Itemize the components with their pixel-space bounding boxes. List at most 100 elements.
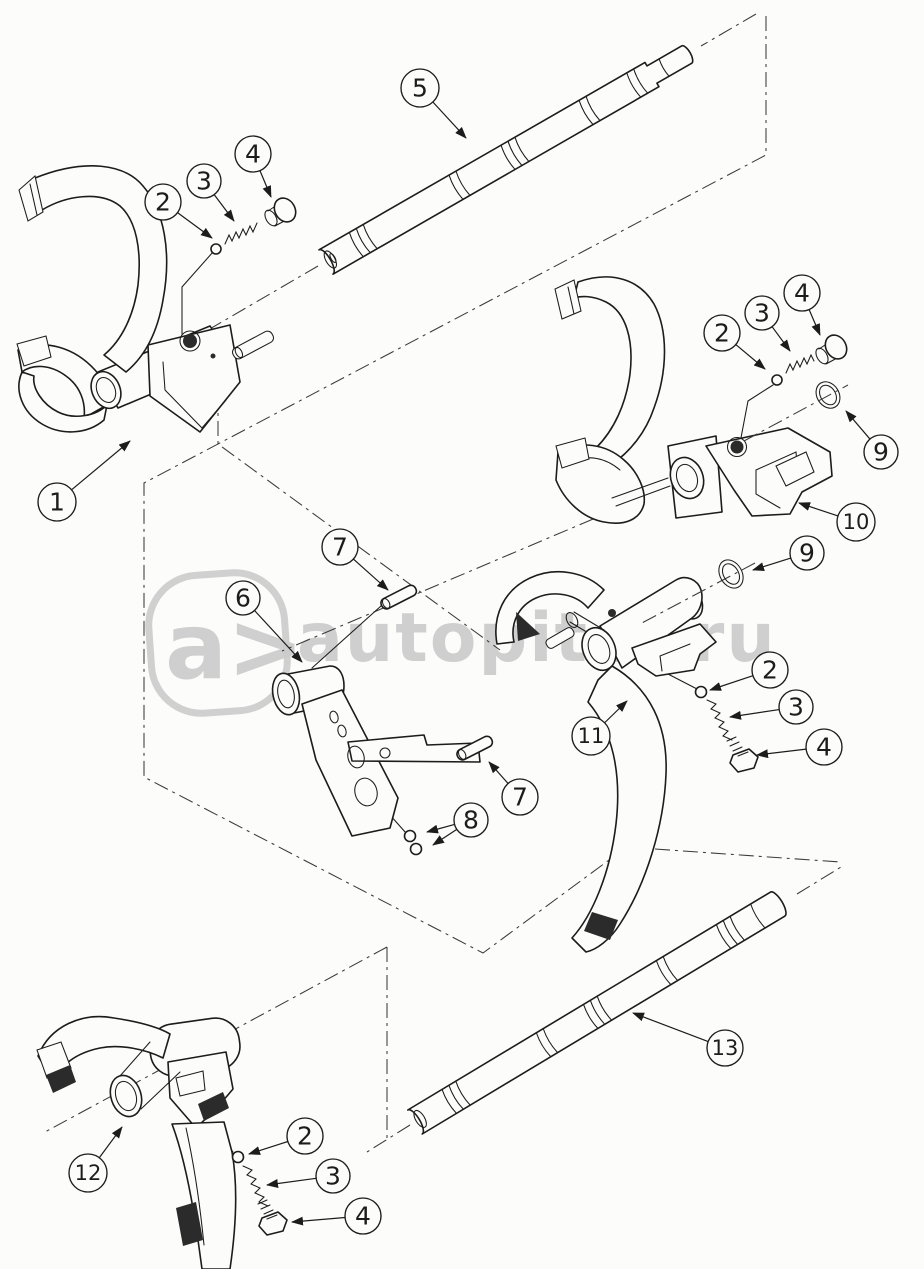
watermark-logo-outline [145,569,291,717]
callout-number: 3 [788,693,804,722]
shift-fork-10 [554,276,833,524]
callout-number: 4 [355,1202,371,1231]
callout-circle [501,778,539,816]
callout-4b: 4 [783,274,821,336]
detent-ball-2c [694,685,708,699]
callout-4d: 4 [291,1197,382,1235]
leader-line [259,170,272,198]
callout-circle [789,535,825,571]
callout-number: 1 [49,488,65,517]
mid-plane-edge [654,848,841,863]
callout-circle [400,68,440,108]
leader-line [632,1012,709,1043]
callout-circle [453,802,489,838]
shift-rail-5 [318,44,694,275]
detent-ball-2b [771,374,783,386]
callout-number: 4 [816,733,832,762]
pin-7b [456,735,494,761]
snap-ring-9a [718,559,744,589]
rail13-axis-line [366,1124,411,1153]
callout-number: 3 [196,167,212,196]
detent-spring-3a [224,222,258,245]
callout-circle [321,528,359,566]
callout-number: 7 [512,783,528,812]
callout-7b: 7 [488,761,539,816]
callout-number: 9 [799,539,815,568]
shift-fork-12 [36,1015,241,1269]
leader-line [432,828,458,846]
leader-line [213,194,235,222]
callout-number: 2 [297,1122,313,1151]
callout-number: 3 [325,1162,341,1191]
leader-line [752,557,791,571]
callout-11: 11 [571,700,628,756]
callout-6: 6 [225,580,303,663]
callout-number: 8 [463,806,479,835]
callout-circle [37,482,77,522]
callout-2b: 2 [703,314,766,370]
callout-5: 5 [400,68,467,139]
callout-1: 1 [37,440,131,522]
callout-3d: 3 [266,1158,351,1194]
callout-circle [703,314,741,352]
leader-line [177,212,213,239]
callout-number: 3 [754,299,770,328]
callout-circle [286,1117,324,1155]
shift-fork-1 [16,165,275,433]
leader-line [808,309,821,336]
fork11-axis [639,562,756,625]
callout-4a: 4 [234,135,272,198]
leader-line [845,410,871,440]
parts-layer [16,44,849,1269]
callout-number: 2 [155,188,171,217]
callout-number: 5 [412,74,428,103]
callout-9b: 9 [845,410,899,470]
leader-line [756,748,807,759]
fork1-set-bolt [183,334,197,348]
callout-2c: 2 [709,651,789,691]
ring9b-axis [743,384,849,442]
callout-7a: 7 [321,528,389,591]
callout-circle [778,689,814,725]
rail13-axis-line [796,866,842,895]
leader-line [729,708,780,720]
leader-line [71,440,131,491]
callout-circle [234,135,272,173]
callout-number: 7 [332,533,348,562]
upper-plane-outline [143,16,767,954]
callout-2d: 2 [248,1117,324,1155]
leader-line [735,344,766,370]
callout-circle [805,728,843,766]
callout-number: 13 [712,1036,739,1060]
callout-13: 13 [632,1012,744,1067]
callout-3c: 3 [729,689,814,725]
callout-circle [836,502,876,542]
callout-number: 2 [762,656,778,685]
detent-screw-4a [264,197,297,227]
leader-line [426,823,455,834]
callout-number: 11 [578,724,605,748]
callout-2a: 2 [144,183,213,239]
callout-number: 10 [843,510,870,534]
callout-circle [344,1197,382,1235]
detent-spring-3c [706,699,733,741]
callout-3a: 3 [186,163,235,222]
leader-line [248,1140,289,1155]
callout-circle [863,434,899,470]
shift-fork-11 [495,571,717,953]
selector-bracket-6 [271,665,481,837]
leader-line [709,675,754,691]
detent-ball-2a [210,243,222,255]
lower-plane-outline [44,946,388,1133]
callout-circle [706,1029,744,1067]
rail5-axis-line [700,13,757,47]
detent-spring-3b [785,353,815,374]
callout-10: 10 [798,502,876,542]
callout-number: 2 [714,319,730,348]
callout-circle [225,580,261,616]
callout-12: 12 [68,1126,123,1193]
callout-number: 4 [794,279,810,308]
callout-circle [144,183,182,221]
